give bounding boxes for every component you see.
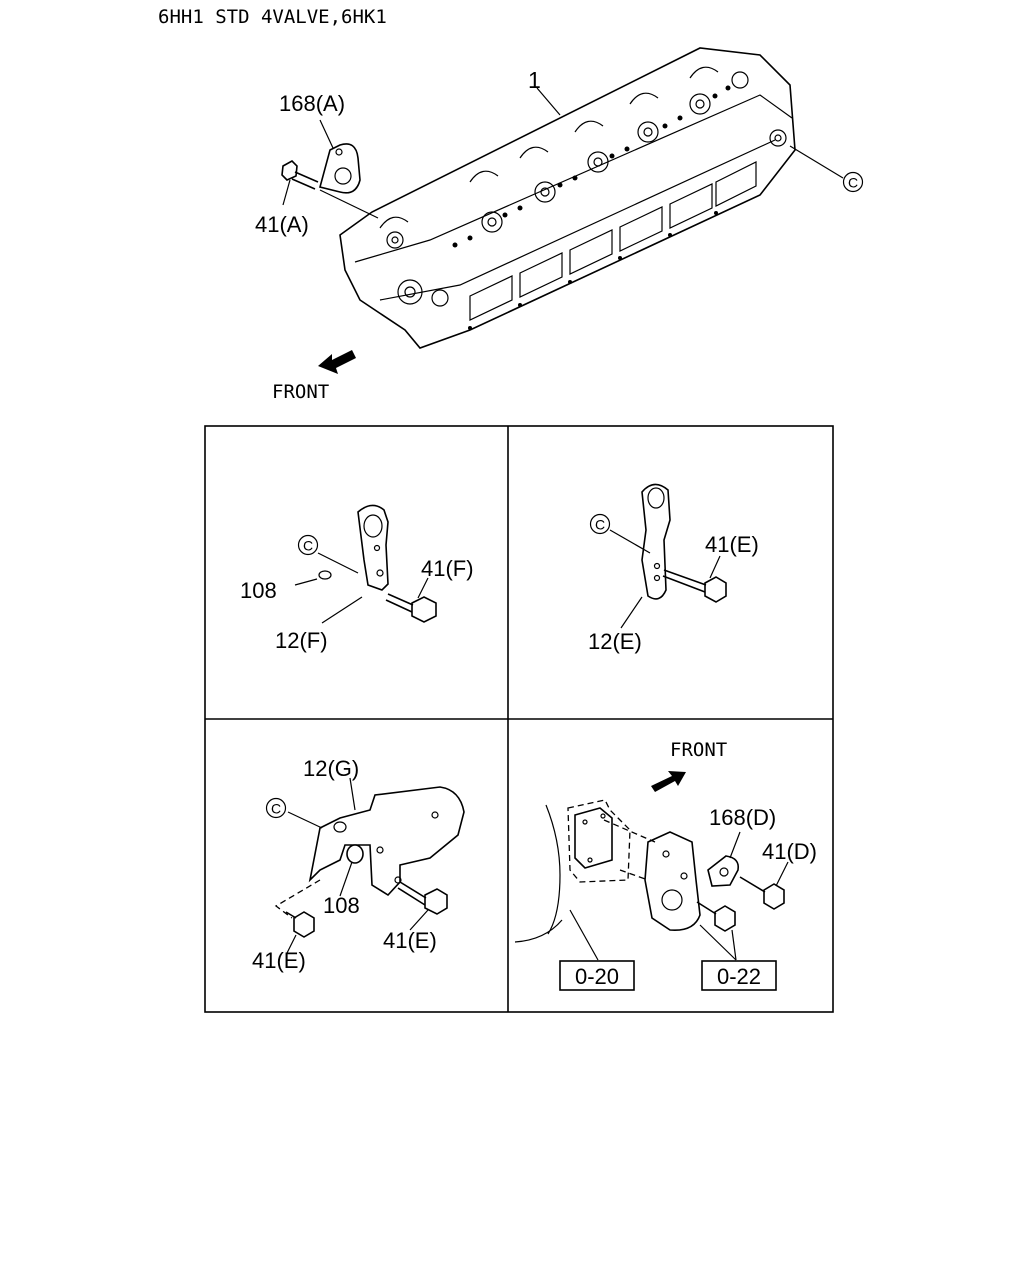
- bolt-41a: [281, 160, 319, 190]
- svg-text:C: C: [271, 801, 281, 817]
- mount-bracket: [644, 831, 701, 932]
- callout-108-bottom-left: 108: [323, 893, 360, 918]
- o-ring-108-bottom: [346, 844, 364, 864]
- callout-c-main: C: [842, 171, 864, 193]
- gasket-168d: [707, 855, 740, 887]
- callout-41a: 41(A): [255, 212, 309, 237]
- ref-box-0-20[interactable]: 0-20: [559, 960, 635, 991]
- bracket-12g: [308, 786, 465, 897]
- gasket-168a: [319, 143, 361, 194]
- svg-text:0-20: 0-20: [575, 964, 619, 989]
- svg-text:0-22: 0-22: [717, 964, 761, 989]
- bolt-mount: [696, 901, 736, 932]
- callout-c-top-left: C: [297, 534, 319, 556]
- diagram-title: 6HH1 STD 4VALVE,6HK1: [158, 6, 387, 28]
- bolt-41e-bottom-left: [285, 911, 315, 938]
- main-leaders: [282, 87, 844, 219]
- svg-text:C: C: [595, 517, 605, 533]
- front-arrow-icon-detail: [651, 771, 686, 792]
- bracket-12e: [641, 483, 671, 600]
- panel-top-left: C 108 12(F) 41(F): [240, 504, 474, 653]
- callout-41f: 41(F): [421, 556, 474, 581]
- bracket-12f: [357, 504, 389, 591]
- o-ring-108: [318, 570, 332, 580]
- callout-12g: 12(G): [303, 756, 359, 781]
- engine-block-outline: [514, 799, 631, 943]
- front-arrow-icon: [318, 350, 356, 374]
- callout-41d: 41(D): [762, 839, 817, 864]
- callout-168a: 168(A): [279, 91, 345, 116]
- callout-41e-top-right: 41(E): [705, 532, 759, 557]
- front-label-detail: FRONT: [670, 739, 727, 761]
- svg-text:C: C: [848, 175, 858, 191]
- callout-41e-left: 41(E): [252, 948, 306, 973]
- front-label-main: FRONT: [272, 381, 329, 403]
- bolt-41d: [739, 876, 785, 910]
- ref-box-0-22[interactable]: 0-22: [701, 960, 777, 991]
- callout-108-top-left: 108: [240, 578, 277, 603]
- callout-c-bottom-left: C: [265, 797, 287, 819]
- callout-168d: 168(D): [709, 805, 776, 830]
- panel-top-right: C 12(E) 41(E): [588, 483, 759, 654]
- cylinder-head-illustration: [339, 47, 796, 349]
- panel-bottom-left: C 12(G) 108 41(E) 41(E): [252, 756, 465, 973]
- detail-panels-frame: [204, 425, 834, 1013]
- callout-12f: 12(F): [275, 628, 328, 653]
- callout-1: 1: [528, 67, 541, 93]
- svg-text:C: C: [303, 538, 313, 554]
- callout-c-top-right: C: [589, 513, 611, 535]
- bolt-41e-bottom-right: [397, 881, 448, 915]
- bolt-41e-top-right: [662, 569, 727, 603]
- bolt-41f: [385, 593, 437, 623]
- panel-bottom-right: FRONT: [514, 739, 817, 991]
- callout-41e-right: 41(E): [383, 928, 437, 953]
- callout-12e: 12(E): [588, 629, 642, 654]
